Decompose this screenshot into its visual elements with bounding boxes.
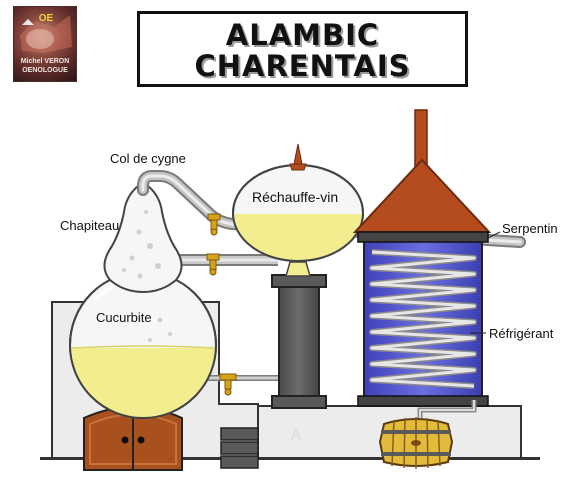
steps xyxy=(220,427,259,469)
label-refrigerant: Réfrigérant xyxy=(489,326,554,341)
logo-subtitle: OENOLOGUE xyxy=(22,67,68,74)
label-serpentin: Serpentin xyxy=(502,221,558,236)
ground-line xyxy=(40,457,540,460)
tap-middle xyxy=(206,253,220,276)
watermark-text: A xyxy=(290,427,302,444)
tap-bottom xyxy=(219,373,237,396)
serpentin-coil xyxy=(369,249,477,389)
svg-text:OE: OE xyxy=(39,13,54,24)
label-col-de-cygne: Col de cygne xyxy=(110,151,186,166)
title-line-1: ALAMBIC xyxy=(225,18,380,52)
serpentin-leader xyxy=(487,231,501,239)
barrel xyxy=(378,417,454,469)
title-line-2: CHARENTAIS xyxy=(194,49,411,83)
support-column xyxy=(271,274,327,409)
rechauffe-vin-vessel xyxy=(232,143,364,277)
label-cucurbite: Cucurbite xyxy=(96,310,152,325)
label-chapiteau: Chapiteau xyxy=(60,218,119,233)
tap-top xyxy=(207,213,221,236)
label-rechauffe-vin: Réchauffe-vin xyxy=(252,189,338,205)
logo-name: Michel VERON xyxy=(20,58,70,65)
chapiteau-vessel xyxy=(103,185,183,342)
author-logo: OE Michel VERON OENOLOGUE xyxy=(13,6,77,82)
refrigerant-chimney xyxy=(352,109,492,233)
logo-graphic: OE xyxy=(20,13,72,53)
title-box: ALAMBIC CHARENTAIS xyxy=(137,11,468,87)
